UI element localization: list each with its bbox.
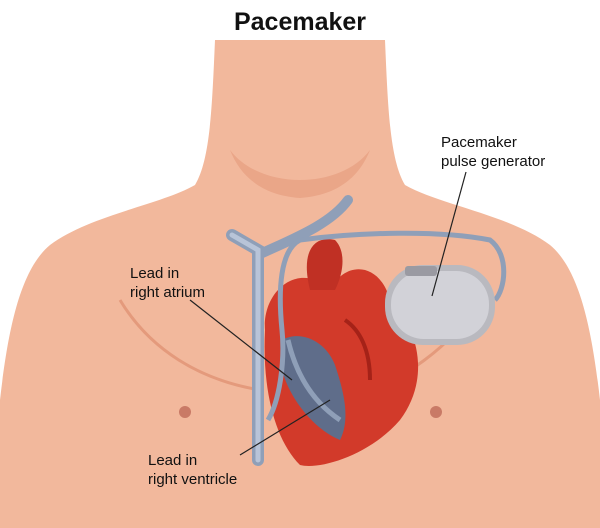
- ventricle-label: Lead in right ventricle: [148, 451, 237, 489]
- ventricle-label-line2: right ventricle: [148, 471, 238, 488]
- page-title: Pacemaker: [233, 8, 367, 36]
- right-nipple: [430, 406, 442, 418]
- ventricle-label-line1: Lead in: [148, 452, 198, 469]
- left-nipple: [179, 406, 191, 418]
- leader-lines: [189, 171, 467, 456]
- generator-label-line1: Pacemaker: [441, 134, 517, 151]
- veins: [226, 195, 353, 466]
- generator-label: Pacemaker pulse generator: [441, 133, 545, 171]
- pacemaker-lead-wire: [265, 230, 507, 423]
- atrium-label-line2: right atrium: [130, 284, 206, 301]
- generator-label-line2: pulse generator: [441, 153, 546, 170]
- atrium-label-line1: Lead in: [130, 265, 180, 282]
- pulse-generator: [385, 265, 495, 345]
- atrium-label: Lead in right atrium: [130, 264, 205, 302]
